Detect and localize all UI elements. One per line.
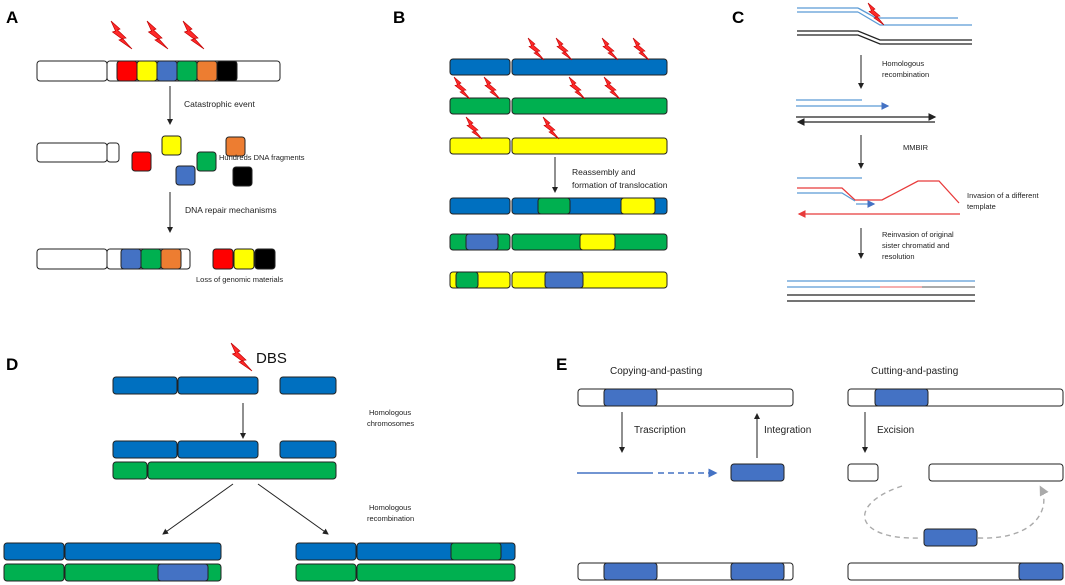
lightning-bolt-icon: [453, 76, 471, 100]
label-integration: Integration: [764, 425, 811, 436]
lightning-bolt-icon: [555, 37, 573, 61]
path-dashed-left: [864, 485, 921, 539]
panel-letter-b: B: [393, 8, 405, 27]
recombined-right: [295, 542, 516, 582]
strands-initial: [797, 7, 972, 45]
transposon-copy: [730, 562, 785, 581]
label-catastrophic-event: Catastrophic event: [184, 99, 256, 109]
lightning-bolt-icon: [632, 37, 650, 61]
label-reinvasion-1: Reinvasion of original: [882, 230, 954, 239]
label-dbs: DBS: [256, 350, 287, 367]
label-cutting-and-pasting: Cutting-and-pasting: [871, 366, 958, 377]
lightning-bolt-icon: [146, 20, 169, 50]
label-loss-genomic-materials: Loss of genomic materials: [196, 275, 283, 284]
transposon-moving: [923, 528, 978, 547]
strands-resected: [796, 99, 937, 126]
lightning-bolt-icon: [110, 20, 133, 50]
translocation-yellow: [449, 271, 668, 289]
label-hundreds-dna-fragments: Hundreds DNA fragments: [219, 153, 305, 162]
lightning-bolt-icon: [483, 76, 501, 100]
translocation-green: [449, 233, 668, 251]
lightning-bolt-icon: [603, 76, 621, 100]
label-reinvasion-3: resolution: [882, 252, 915, 261]
transposon-inserted: [1018, 562, 1064, 581]
dna-excised: [847, 463, 1064, 482]
lightning-bolt-icon: [182, 20, 205, 50]
dna-fragments: [36, 135, 253, 187]
panel-letter-a: A: [6, 8, 18, 27]
label-homologous-recombination-1: Homologous: [369, 503, 411, 512]
panel-e: E Copying-and-pasting Trascription Integ…: [556, 355, 1064, 581]
label-dna-repair: DNA repair mechanisms: [185, 205, 277, 215]
chromosome-intact: [36, 60, 281, 82]
panel-letter-c: C: [732, 8, 744, 27]
arrow-down-right-icon: [257, 483, 329, 535]
label-copying-and-pasting: Copying-and-pasting: [610, 366, 702, 377]
panel-c: C Homologous recombination MMBIR: [732, 2, 1039, 302]
transposon-cut: [874, 388, 929, 407]
panel-d: D DBS Homologous chromosomes Homologous …: [3, 342, 516, 582]
lightning-bolt-icon: [542, 116, 560, 140]
label-invasion-1: Invasion of a different: [967, 191, 1039, 200]
arrow-curved-icon: [977, 485, 1049, 539]
translocation-blue: [449, 197, 668, 215]
label-reinvasion-2: sister chromatid and: [882, 241, 950, 250]
panel-letter-d: D: [6, 355, 18, 374]
homologous-pair: [112, 440, 337, 480]
strands-resolved: [787, 280, 975, 302]
cdna-copy: [730, 463, 785, 482]
label-homologous-2: recombination: [882, 70, 929, 79]
transposon: [603, 388, 658, 407]
chromosome-repaired: [36, 248, 276, 270]
label-invasion-2: template: [967, 202, 996, 211]
transposon-original: [603, 562, 658, 581]
panel-letter-e: E: [556, 355, 567, 374]
strands-invasion: [797, 177, 960, 218]
recombined-left: [3, 542, 222, 582]
label-transcription: Trascription: [634, 425, 686, 436]
label-mmbir: MMBIR: [903, 143, 929, 152]
panel-b: B Reassembly and formation of translocat…: [393, 8, 668, 289]
panel-a: A Catastrophic event Hundr: [6, 8, 305, 284]
lightning-bolt-icon: [527, 37, 545, 61]
lightning-bolt-icon: [230, 342, 253, 372]
lightning-bolt-icon: [465, 116, 483, 140]
label-excision: Excision: [877, 425, 914, 436]
label-homologous-recombination-2: recombination: [367, 514, 414, 523]
label-reassembly-1: Reassembly and: [572, 167, 636, 177]
arrow-down-left-icon: [162, 483, 234, 535]
label-homologous-chromosomes-2: chromosomes: [367, 419, 414, 428]
label-homologous-1: Homologous: [882, 59, 924, 68]
lightning-bolt-icon: [601, 37, 619, 61]
lightning-bolt-icon: [568, 76, 586, 100]
lightning-bolt-icon: [867, 2, 885, 26]
chromosome-broken: [112, 376, 337, 395]
label-homologous-chromosomes-1: Homologous: [369, 408, 411, 417]
label-reassembly-2: formation of translocation: [572, 180, 668, 190]
